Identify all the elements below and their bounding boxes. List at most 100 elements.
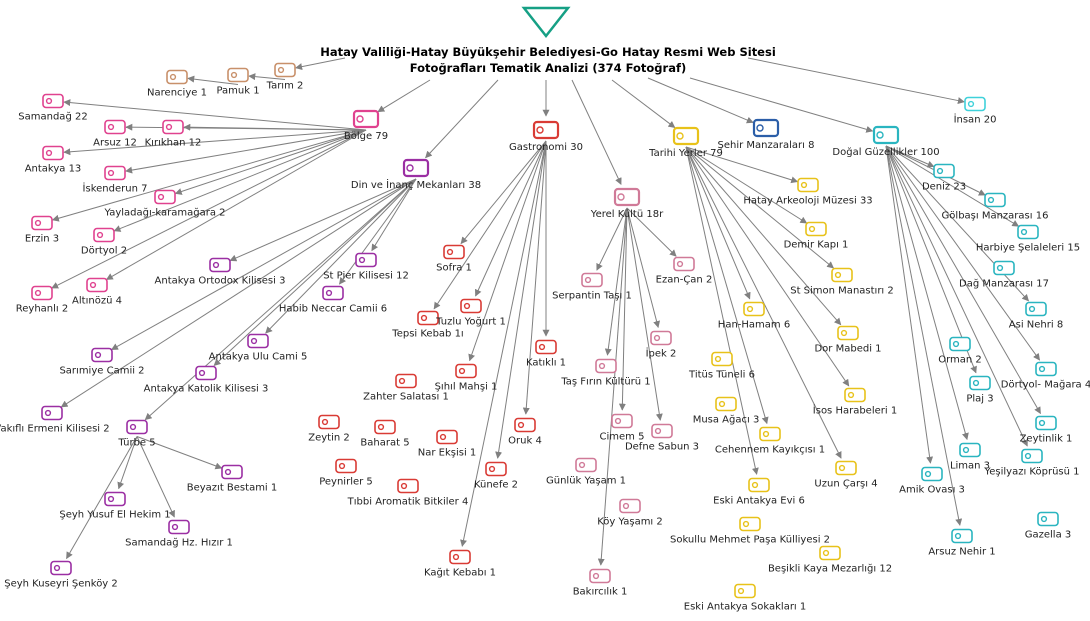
node-liman[interactable]: Liman 3 — [950, 442, 990, 472]
node-sofra[interactable]: Sofra 1 — [436, 244, 472, 274]
node-label: St Pier Kilisesi 12 — [323, 271, 409, 282]
node-demirkapi[interactable]: Demir Kapı 1 — [784, 221, 849, 251]
node-tepsi[interactable]: Tepsi Kebab 1ı — [391, 310, 464, 340]
node-narek[interactable]: Nar Ekşisi 1 — [418, 429, 477, 459]
node-ortodox[interactable]: Antakya Ortodox Kilisesi 3 — [155, 257, 286, 287]
node-beyazit[interactable]: Beyazıt Bestami 1 — [187, 464, 278, 494]
node-arsuz[interactable]: Arsuz 12 — [93, 119, 137, 149]
node-antakya[interactable]: Antakya 13 — [25, 145, 82, 175]
node-din[interactable]: Din ve İnanç Mekanları 38 — [351, 158, 481, 191]
edge-root-bolge — [377, 79, 431, 113]
node-insan[interactable]: İnsan 20 — [954, 96, 997, 126]
node-kirikhan[interactable]: Kırıkhan 12 — [145, 119, 202, 149]
node-pamuk[interactable]: Pamuk 1 — [216, 67, 260, 97]
node-vakifli[interactable]: Vakıflı Ermeni Kilisesi 2 — [0, 405, 110, 435]
node-label: Katıklı 1 — [526, 358, 566, 369]
node-label: Dörtyol- Mağara 4 — [1001, 379, 1090, 391]
node-yogurt[interactable]: Tuzlu Yoğurt 1 — [435, 298, 506, 328]
node-sokullu[interactable]: Sokullu Mehmet Paşa Külliyesi 2 — [670, 516, 830, 546]
node-arkeoloji[interactable]: Hatay Arkeoloji Müzesi 33 — [743, 177, 873, 207]
node-tarihi[interactable]: Tarihi Yerler 79 — [648, 126, 723, 159]
node-dag[interactable]: Dağ Manzarası 17 — [959, 260, 1049, 290]
root-node[interactable]: Hatay Valiliği-Hatay Büyükşehir Belediye… — [320, 6, 776, 75]
node-amik[interactable]: Amik Ovası 3 — [899, 466, 965, 496]
node-gunluk[interactable]: Günlük Yaşam 1 — [546, 457, 626, 487]
node-eskievi[interactable]: Eski Antakya Evi 6 — [713, 477, 805, 507]
node-kuseyri[interactable]: Şeyh Kuseyri Şenköy 2 — [4, 560, 118, 590]
node-yerel[interactable]: Yerel Kültü 18r — [590, 187, 664, 220]
node-kagit[interactable]: Kağıt Kebabı 1 — [424, 549, 496, 579]
node-dortyol[interactable]: Dörtyol 2 — [81, 227, 127, 257]
node-yayladagi[interactable]: Yayladağı-karamağara 2 — [103, 189, 226, 219]
edge-bolge-antakya — [63, 129, 367, 156]
node-sihil[interactable]: Şıhıl Mahşi 1 — [435, 363, 498, 393]
node-hanhamam[interactable]: Han-Hamam 6 — [718, 301, 790, 331]
node-seyhyusuf[interactable]: Şeyh Yusuf El Hekim 1 — [59, 491, 171, 521]
code-icon-dot — [622, 502, 630, 510]
node-zahter[interactable]: Zahter Salatası 1 — [363, 373, 449, 403]
node-katikli[interactable]: Katıklı 1 — [526, 339, 566, 369]
node-reyhanli[interactable]: Reyhanlı 2 — [16, 285, 68, 315]
node-altinozu[interactable]: Altınözü 4 — [72, 277, 122, 307]
node-koy[interactable]: Köy Yaşamı 2 — [597, 498, 663, 528]
node-zeytin[interactable]: Zeytin 2 — [308, 414, 350, 444]
node-arsuznehir[interactable]: Arsuz Nehir 1 — [928, 528, 996, 558]
node-gazella[interactable]: Gazella 3 — [1025, 511, 1072, 541]
node-golbasi[interactable]: Gölbaşı Manzarası 16 — [942, 192, 1049, 222]
node-harbiye[interactable]: Harbiye Şelaleleri 15 — [976, 224, 1080, 254]
code-icon — [949, 336, 971, 352]
code-icon — [672, 126, 700, 146]
node-katolik[interactable]: Antakya Katolik Kilisesi 3 — [144, 365, 269, 395]
code-icon — [455, 363, 477, 379]
node-bolge[interactable]: Bölge 79 — [344, 109, 388, 142]
node-deniz[interactable]: Deniz 23 — [922, 163, 966, 193]
node-tarim[interactable]: Tarım 2 — [266, 62, 304, 92]
node-defne[interactable]: Defne Sabun 3 — [625, 423, 699, 453]
node-dortyolmagara[interactable]: Dörtyol- Mağara 4 — [1001, 361, 1090, 391]
node-baharat[interactable]: Baharat 5 — [360, 419, 410, 449]
code-icon-dot — [198, 369, 206, 377]
node-uzun[interactable]: Uzun Çarşı 4 — [814, 460, 878, 490]
node-sehir[interactable]: Şehir Manzaraları 8 — [718, 118, 815, 151]
node-gastro[interactable]: Gastronomi 30 — [509, 120, 583, 153]
node-besikli[interactable]: Beşikli Kaya Mezarlığı 12 — [768, 545, 892, 575]
node-cehennem[interactable]: Cehennem Kayıkçısı 1 — [715, 426, 825, 456]
node-hizir[interactable]: Samandağ Hz. Hızır 1 — [125, 519, 233, 549]
node-dor[interactable]: Dor Mabedi 1 — [814, 325, 882, 355]
node-turbe[interactable]: Türbe 5 — [117, 419, 156, 449]
node-yesilyazi[interactable]: Yeşilyazı Köprüsü 1 — [983, 448, 1080, 478]
node-cimem[interactable]: Cimem 5 — [600, 413, 645, 443]
node-zeytinlik[interactable]: Zeytinlik 1 — [1020, 415, 1073, 445]
node-simon[interactable]: St Simon Manastırı 2 — [790, 267, 894, 297]
node-sarimiye[interactable]: Sarımiye Camii 2 — [59, 347, 145, 377]
node-dogal[interactable]: Doğal Güzellikler 100 — [832, 125, 940, 158]
node-narenciye[interactable]: Narenciye 1 — [147, 69, 207, 99]
code-icon-dot — [653, 334, 661, 342]
node-orman[interactable]: Orman 2 — [938, 336, 982, 366]
node-tibbi[interactable]: Tıbbi Aromatik Bitkiler 4 — [347, 478, 469, 508]
code-icon — [93, 227, 115, 243]
code-icon-dot — [967, 100, 975, 108]
node-isos[interactable]: İsos Harabeleri 1 — [813, 387, 897, 417]
node-samandag[interactable]: Samandağ 22 — [18, 93, 88, 123]
node-musa[interactable]: Musa Ağacı 3 — [693, 396, 760, 426]
node-ezan[interactable]: Ezan-Çan 2 — [656, 256, 713, 286]
node-erzin[interactable]: Erzin 3 — [25, 215, 59, 245]
node-iskenderun[interactable]: İskenderun 7 — [83, 165, 148, 195]
node-ipek[interactable]: İpek 2 — [646, 330, 677, 360]
node-stpier[interactable]: St Pier Kilisesi 12 — [323, 252, 409, 282]
node-bakir[interactable]: Bakırcılık 1 — [573, 568, 628, 598]
node-plaj[interactable]: Plaj 3 — [966, 375, 994, 405]
node-peynir[interactable]: Peynirler 5 — [319, 458, 373, 488]
node-asi[interactable]: Asi Nehri 8 — [1009, 301, 1063, 331]
node-habib[interactable]: Habib Neccar Camii 6 — [279, 285, 387, 315]
node-label: Narenciye 1 — [147, 88, 207, 99]
node-ulucami[interactable]: Antakya Ulu Cami 5 — [209, 333, 308, 363]
node-titus[interactable]: Titüs Tüneli 6 — [688, 351, 755, 381]
node-tasfirin[interactable]: Taş Fırın Kültürü 1 — [560, 358, 651, 388]
node-kunefe[interactable]: Künefe 2 — [474, 461, 518, 491]
node-sokaklari[interactable]: Eski Antakya Sokakları 1 — [684, 583, 807, 613]
node-oruk[interactable]: Oruk 4 — [508, 417, 542, 447]
node-serpantin[interactable]: Serpantin Taşı 1 — [552, 272, 632, 302]
edge-root-sehir — [647, 77, 754, 124]
